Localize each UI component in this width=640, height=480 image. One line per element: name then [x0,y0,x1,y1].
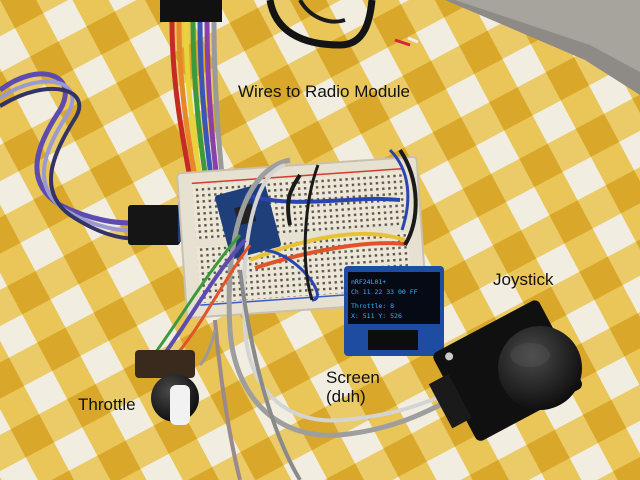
oled-line-3: Throttle: 8 [351,302,394,310]
caption-screen-line-2: (duh) [326,387,366,406]
oled-line-1: nRF24L01+ [351,278,386,286]
caption-throttle: Throttle [78,395,136,414]
caption-screen-line-1: Screen [326,368,380,387]
oled-line-4: X: 511 Y: 526 [351,312,402,320]
oled-line-2: Ch 11 22 33 00 FF [351,288,418,296]
ribbon-header-top [160,0,222,22]
left-ribbon-cable [0,71,141,226]
grey-wires [226,157,452,438]
joystick-knob [498,326,582,410]
caption-radio-wires: Wires to Radio Module [238,82,410,101]
caption-screen: Screen (duh) [326,368,380,406]
throttle-potentiometer-body [135,350,195,378]
caption-joystick: Joystick [493,270,554,289]
black-cable-top [266,0,376,49]
oled-screen-module: nRF24L01+ Ch 11 22 33 00 FF Throttle: 8 … [344,266,444,356]
